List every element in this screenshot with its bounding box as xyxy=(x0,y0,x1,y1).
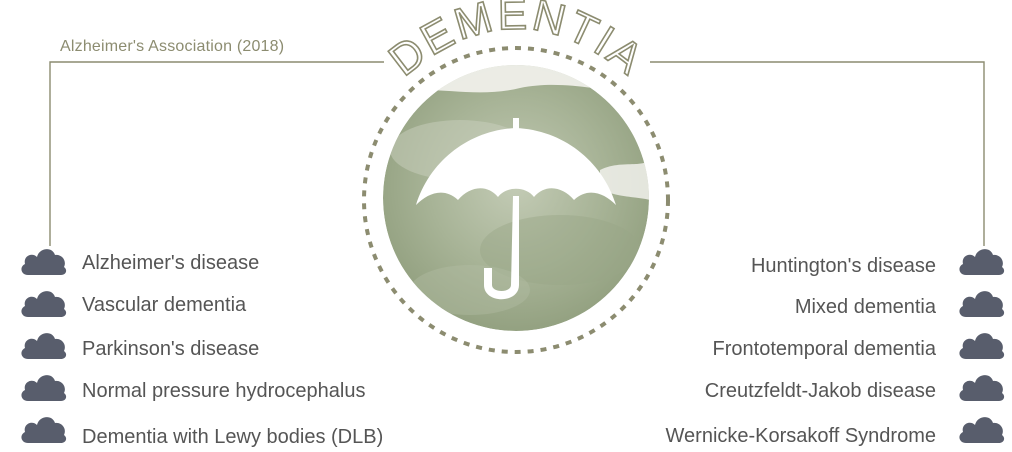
chart-title: DEMENTIA xyxy=(380,0,654,85)
cloud-icon xyxy=(18,330,68,360)
type-label: Parkinson's disease xyxy=(82,337,259,361)
chart-title-text: DEMENTIA xyxy=(380,0,654,85)
type-label: Huntington's disease xyxy=(751,254,936,278)
cloud-icon xyxy=(956,330,1006,360)
cloud-icon xyxy=(18,246,68,276)
type-label: Wernicke-Korsakoff Syndrome xyxy=(666,424,936,448)
type-label: Normal pressure hydrocephalus xyxy=(82,379,365,403)
type-label: Creutzfeldt-Jakob disease xyxy=(705,379,936,403)
source-citation: Alzheimer's Association (2018) xyxy=(60,38,284,56)
type-label: Alzheimer's disease xyxy=(82,251,259,275)
type-label: Frontotemporal dementia xyxy=(713,337,936,361)
cloud-icon xyxy=(18,372,68,402)
cloud-icon xyxy=(956,372,1006,402)
cloud-icon xyxy=(956,246,1006,276)
cloud-icon xyxy=(18,414,68,444)
type-label: Vascular dementia xyxy=(82,293,246,317)
cloud-icon xyxy=(18,288,68,318)
type-label: Mixed dementia xyxy=(795,295,936,319)
cloud-icon xyxy=(956,288,1006,318)
cloud-icon xyxy=(956,414,1006,444)
type-label: Dementia with Lewy bodies (DLB) xyxy=(82,425,383,449)
